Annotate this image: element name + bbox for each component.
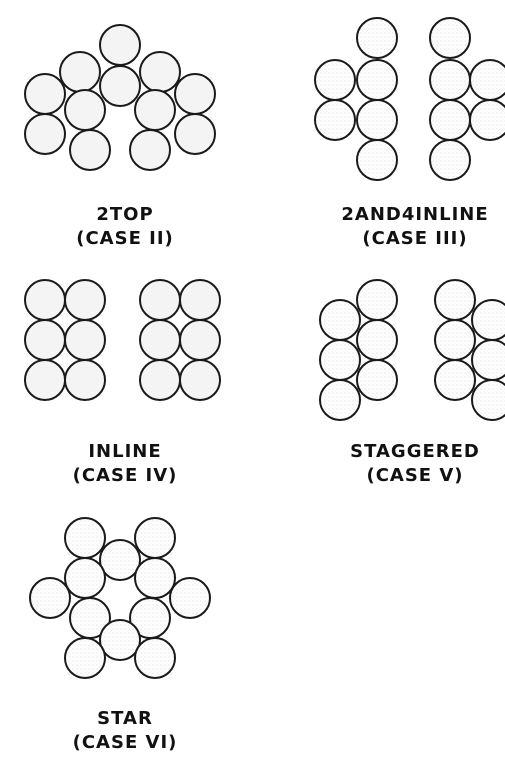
2and4inline-tube-9 [469,59,505,101]
2and4inline-tube-1 [356,17,398,59]
2top-tube-2 [59,51,101,93]
staggered-tube-3 [356,319,398,361]
inline-tube-1 [24,279,66,321]
staggered-tube-10 [471,339,505,381]
inline-tube-4 [64,319,106,361]
staggered-tube-12 [471,379,505,421]
2top-tube-8 [174,73,216,115]
caption-2and4inline: 2AND4INLINE (CASE III) [330,203,500,251]
inline-tube-12 [179,359,221,401]
2top-tube-5 [24,73,66,115]
2and4inline-tube-11 [469,99,505,141]
caption-2top-name: 2TOP [96,204,154,225]
diagram-star [29,517,211,679]
star-tube-4 [64,557,106,599]
star-tube-5 [134,557,176,599]
2top-tube-9 [24,113,66,155]
2and4inline-tube-5 [356,99,398,141]
inline-tube-5 [24,359,66,401]
2top-tube-11 [129,129,171,171]
star-tube-1 [99,539,141,581]
2and4inline-tube-3 [356,59,398,101]
2and4inline-tube-7 [429,17,471,59]
inline-tube-11 [139,359,181,401]
inline-tube-3 [24,319,66,361]
staggered-tube-5 [356,359,398,401]
staggered-tube-1 [356,279,398,321]
inline-tube-8 [179,279,221,321]
caption-star: STAR (CASE VI) [55,707,195,755]
2top-tube-3 [99,65,141,107]
2top-tube-7 [134,89,176,131]
star-tube-2 [64,517,106,559]
2top-tube-1 [99,24,141,66]
staggered-tube-7 [434,279,476,321]
diagram-2and4inline [314,17,505,181]
star-tube-12 [134,637,176,679]
caption-2top: 2TOP (CASE II) [55,203,195,251]
caption-staggered-name: STAGGERED [350,441,480,462]
star-tube-7 [169,577,211,619]
2and4inline-tube-4 [314,99,356,141]
2and4inline-tube-12 [429,139,471,181]
caption-star-case: (CASE VI) [72,732,178,753]
caption-inline-name: INLINE [88,441,162,462]
caption-inline-case: (CASE IV) [72,465,178,486]
2top-tube-6 [64,89,106,131]
star-tube-3 [134,517,176,559]
inline-tube-10 [179,319,221,361]
caption-inline: INLINE (CASE IV) [55,440,195,488]
diagram-2top [24,24,216,171]
staggered-tube-11 [434,359,476,401]
caption-staggered-case: (CASE V) [366,465,464,486]
caption-star-name: STAR [97,708,153,729]
diagram-staggered [319,279,505,421]
2and4inline-tube-6 [356,139,398,181]
star-tube-11 [64,637,106,679]
2and4inline-tube-2 [314,59,356,101]
staggered-tube-4 [319,339,361,381]
staggered-tube-6 [319,379,361,421]
2and4inline-tube-10 [429,99,471,141]
caption-staggered: STAGGERED (CASE V) [330,440,500,488]
inline-tube-9 [139,319,181,361]
inline-tube-2 [64,279,106,321]
inline-tube-7 [139,279,181,321]
staggered-tube-2 [319,299,361,341]
2top-tube-12 [174,113,216,155]
2top-tube-4 [139,51,181,93]
diagram-inline [24,279,221,401]
star-tube-6 [29,577,71,619]
caption-2top-case: (CASE II) [76,228,174,249]
caption-2and4inline-case: (CASE III) [362,228,468,249]
inline-tube-6 [64,359,106,401]
2top-tube-10 [69,129,111,171]
staggered-tube-8 [471,299,505,341]
caption-2and4inline-name: 2AND4INLINE [341,204,489,225]
2and4inline-tube-8 [429,59,471,101]
staggered-tube-9 [434,319,476,361]
star-tube-10 [99,619,141,661]
